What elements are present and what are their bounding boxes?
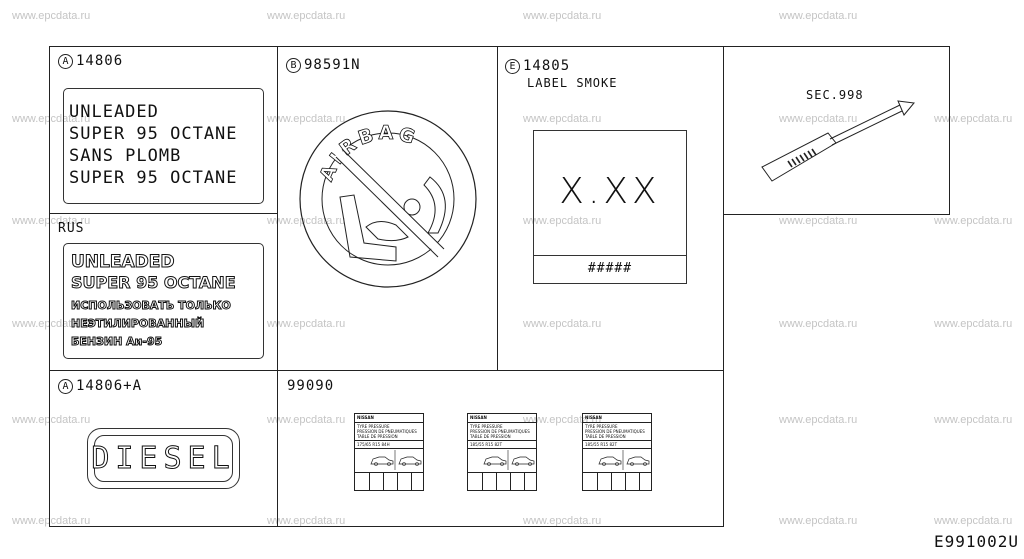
watermark-text: www.epcdata.ru bbox=[934, 515, 1013, 527]
car-icon bbox=[483, 450, 535, 470]
watermark-text: www.epcdata.ru bbox=[934, 113, 1013, 125]
watermark-text: www.epcdata.ru bbox=[779, 414, 858, 426]
watermark-text: www.epcdata.ru bbox=[12, 113, 91, 125]
watermark-text: www.epcdata.ru bbox=[934, 318, 1013, 330]
rus-line-3: ИСПОЛЬЗОВАТЬ ТОЛЬКО bbox=[71, 299, 232, 313]
watermark-text: www.epcdata.ru bbox=[779, 215, 858, 227]
fuel-line-3: SANS PLOMB bbox=[69, 146, 182, 166]
placard-line: TYRE PRESSURE bbox=[470, 424, 503, 429]
placard-line: TABLE DE PRESSION bbox=[470, 434, 511, 439]
watermark-text: www.epcdata.ru bbox=[523, 318, 602, 330]
watermark-text: www.epcdata.ru bbox=[934, 215, 1013, 227]
placard-line: TABLE DE PRESSION bbox=[585, 434, 626, 439]
fuel-label-en-fr: UNLEADED SUPER 95 OCTANE SANS PLOMB SUPE… bbox=[63, 88, 264, 204]
watermark-text: www.epcdata.ru bbox=[779, 515, 858, 527]
part-number: 14806+A bbox=[76, 378, 143, 394]
smoke-label: X.XX ##### bbox=[533, 130, 687, 284]
rus-line-2: SUPER 95 OCTANE bbox=[71, 273, 237, 293]
watermark-text: www.epcdata.ru bbox=[267, 318, 346, 330]
watermark-text: www.epcdata.ru bbox=[12, 10, 91, 22]
part-number: 14806 bbox=[76, 53, 124, 69]
section-pointer-icon bbox=[761, 100, 915, 182]
part-number: 14805 bbox=[523, 58, 571, 74]
watermark-text: www.epcdata.ru bbox=[267, 515, 346, 527]
placard-line: PRESSION DE PNEUMATIQUES bbox=[357, 429, 417, 434]
callout-badge: B bbox=[286, 58, 301, 73]
placard-tyre-size: 185/55 R15 82T bbox=[585, 442, 618, 447]
part-number-99090: 99090 bbox=[287, 378, 335, 394]
rus-line-1: UNLEADED bbox=[70, 252, 175, 273]
placard-line: PRESSION DE PNEUMATIQUES bbox=[585, 429, 645, 434]
placard-brand: NISSAN bbox=[585, 415, 602, 420]
watermark-text: www.epcdata.ru bbox=[779, 113, 858, 125]
placard-brand: NISSAN bbox=[470, 415, 487, 420]
rus-line-4: НЕЭТИЛИРОВАННЫЙ bbox=[70, 317, 205, 331]
placard-line: TYRE PRESSURE bbox=[585, 424, 618, 429]
watermark-text: www.epcdata.ru bbox=[523, 515, 602, 527]
diesel-label: DIESEL bbox=[87, 428, 240, 489]
placard-line: TABLE DE PRESSION bbox=[357, 434, 398, 439]
watermark-text: www.epcdata.ru bbox=[267, 215, 346, 227]
watermark-text: www.epcdata.ru bbox=[267, 10, 346, 22]
watermark-text: www.epcdata.ru bbox=[267, 113, 346, 125]
fuel-line-4: SUPER 95 OCTANE bbox=[69, 168, 238, 188]
smoke-value: X.XX bbox=[559, 171, 661, 212]
callout-badge: A bbox=[58, 379, 73, 394]
diesel-text: DIESEL bbox=[91, 441, 236, 477]
callout-badge: E bbox=[505, 59, 520, 74]
watermark-text: www.epcdata.ru bbox=[523, 113, 602, 125]
watermark-text: www.epcdata.ru bbox=[523, 414, 602, 426]
watermark-text: www.epcdata.ru bbox=[12, 515, 91, 527]
diagram-code: E991002U bbox=[934, 532, 1020, 551]
car-icon bbox=[370, 450, 422, 470]
watermark-text: www.epcdata.ru bbox=[12, 414, 91, 426]
callout-badge: A bbox=[58, 54, 73, 69]
fuel-line-1: UNLEADED bbox=[69, 102, 159, 122]
car-icon bbox=[598, 450, 650, 470]
watermark-text: www.epcdata.ru bbox=[12, 318, 91, 330]
watermark-text: www.epcdata.ru bbox=[779, 318, 858, 330]
placard-line: TYRE PRESSURE bbox=[357, 424, 390, 429]
watermark-text: www.epcdata.ru bbox=[523, 215, 602, 227]
airbag-warning-sticker: AIRBAG bbox=[299, 110, 477, 288]
part-number: 98591N bbox=[304, 57, 361, 73]
watermark-text: www.epcdata.ru bbox=[523, 10, 602, 22]
watermark-text: www.epcdata.ru bbox=[267, 414, 346, 426]
cell-section-ref: SEC.998 bbox=[723, 46, 950, 215]
smoke-footer: ##### bbox=[587, 261, 633, 276]
fuel-line-2: SUPER 95 OCTANE bbox=[69, 124, 238, 144]
placard-brand: NISSAN bbox=[357, 415, 374, 420]
placard-tyre-size: 185/55 R15 82T bbox=[470, 442, 503, 447]
part-name: LABEL SMOKE bbox=[527, 76, 618, 90]
fuel-label-rus: UNLEADED SUPER 95 OCTANE ИСПОЛЬЗОВАТЬ ТО… bbox=[63, 243, 264, 359]
rus-line-5: БЕНЗИН Аи-95 bbox=[70, 335, 163, 349]
watermark-text: www.epcdata.ru bbox=[779, 10, 858, 22]
watermark-text: www.epcdata.ru bbox=[934, 414, 1013, 426]
section-reference: SEC.998 bbox=[806, 88, 864, 102]
watermark-text: www.epcdata.ru bbox=[12, 215, 91, 227]
placard-line: PRESSION DE PNEUMATIQUES bbox=[470, 429, 530, 434]
placard-tyre-size: 175/65 R15 84H bbox=[357, 442, 390, 447]
rus-label: RUS bbox=[58, 221, 85, 236]
